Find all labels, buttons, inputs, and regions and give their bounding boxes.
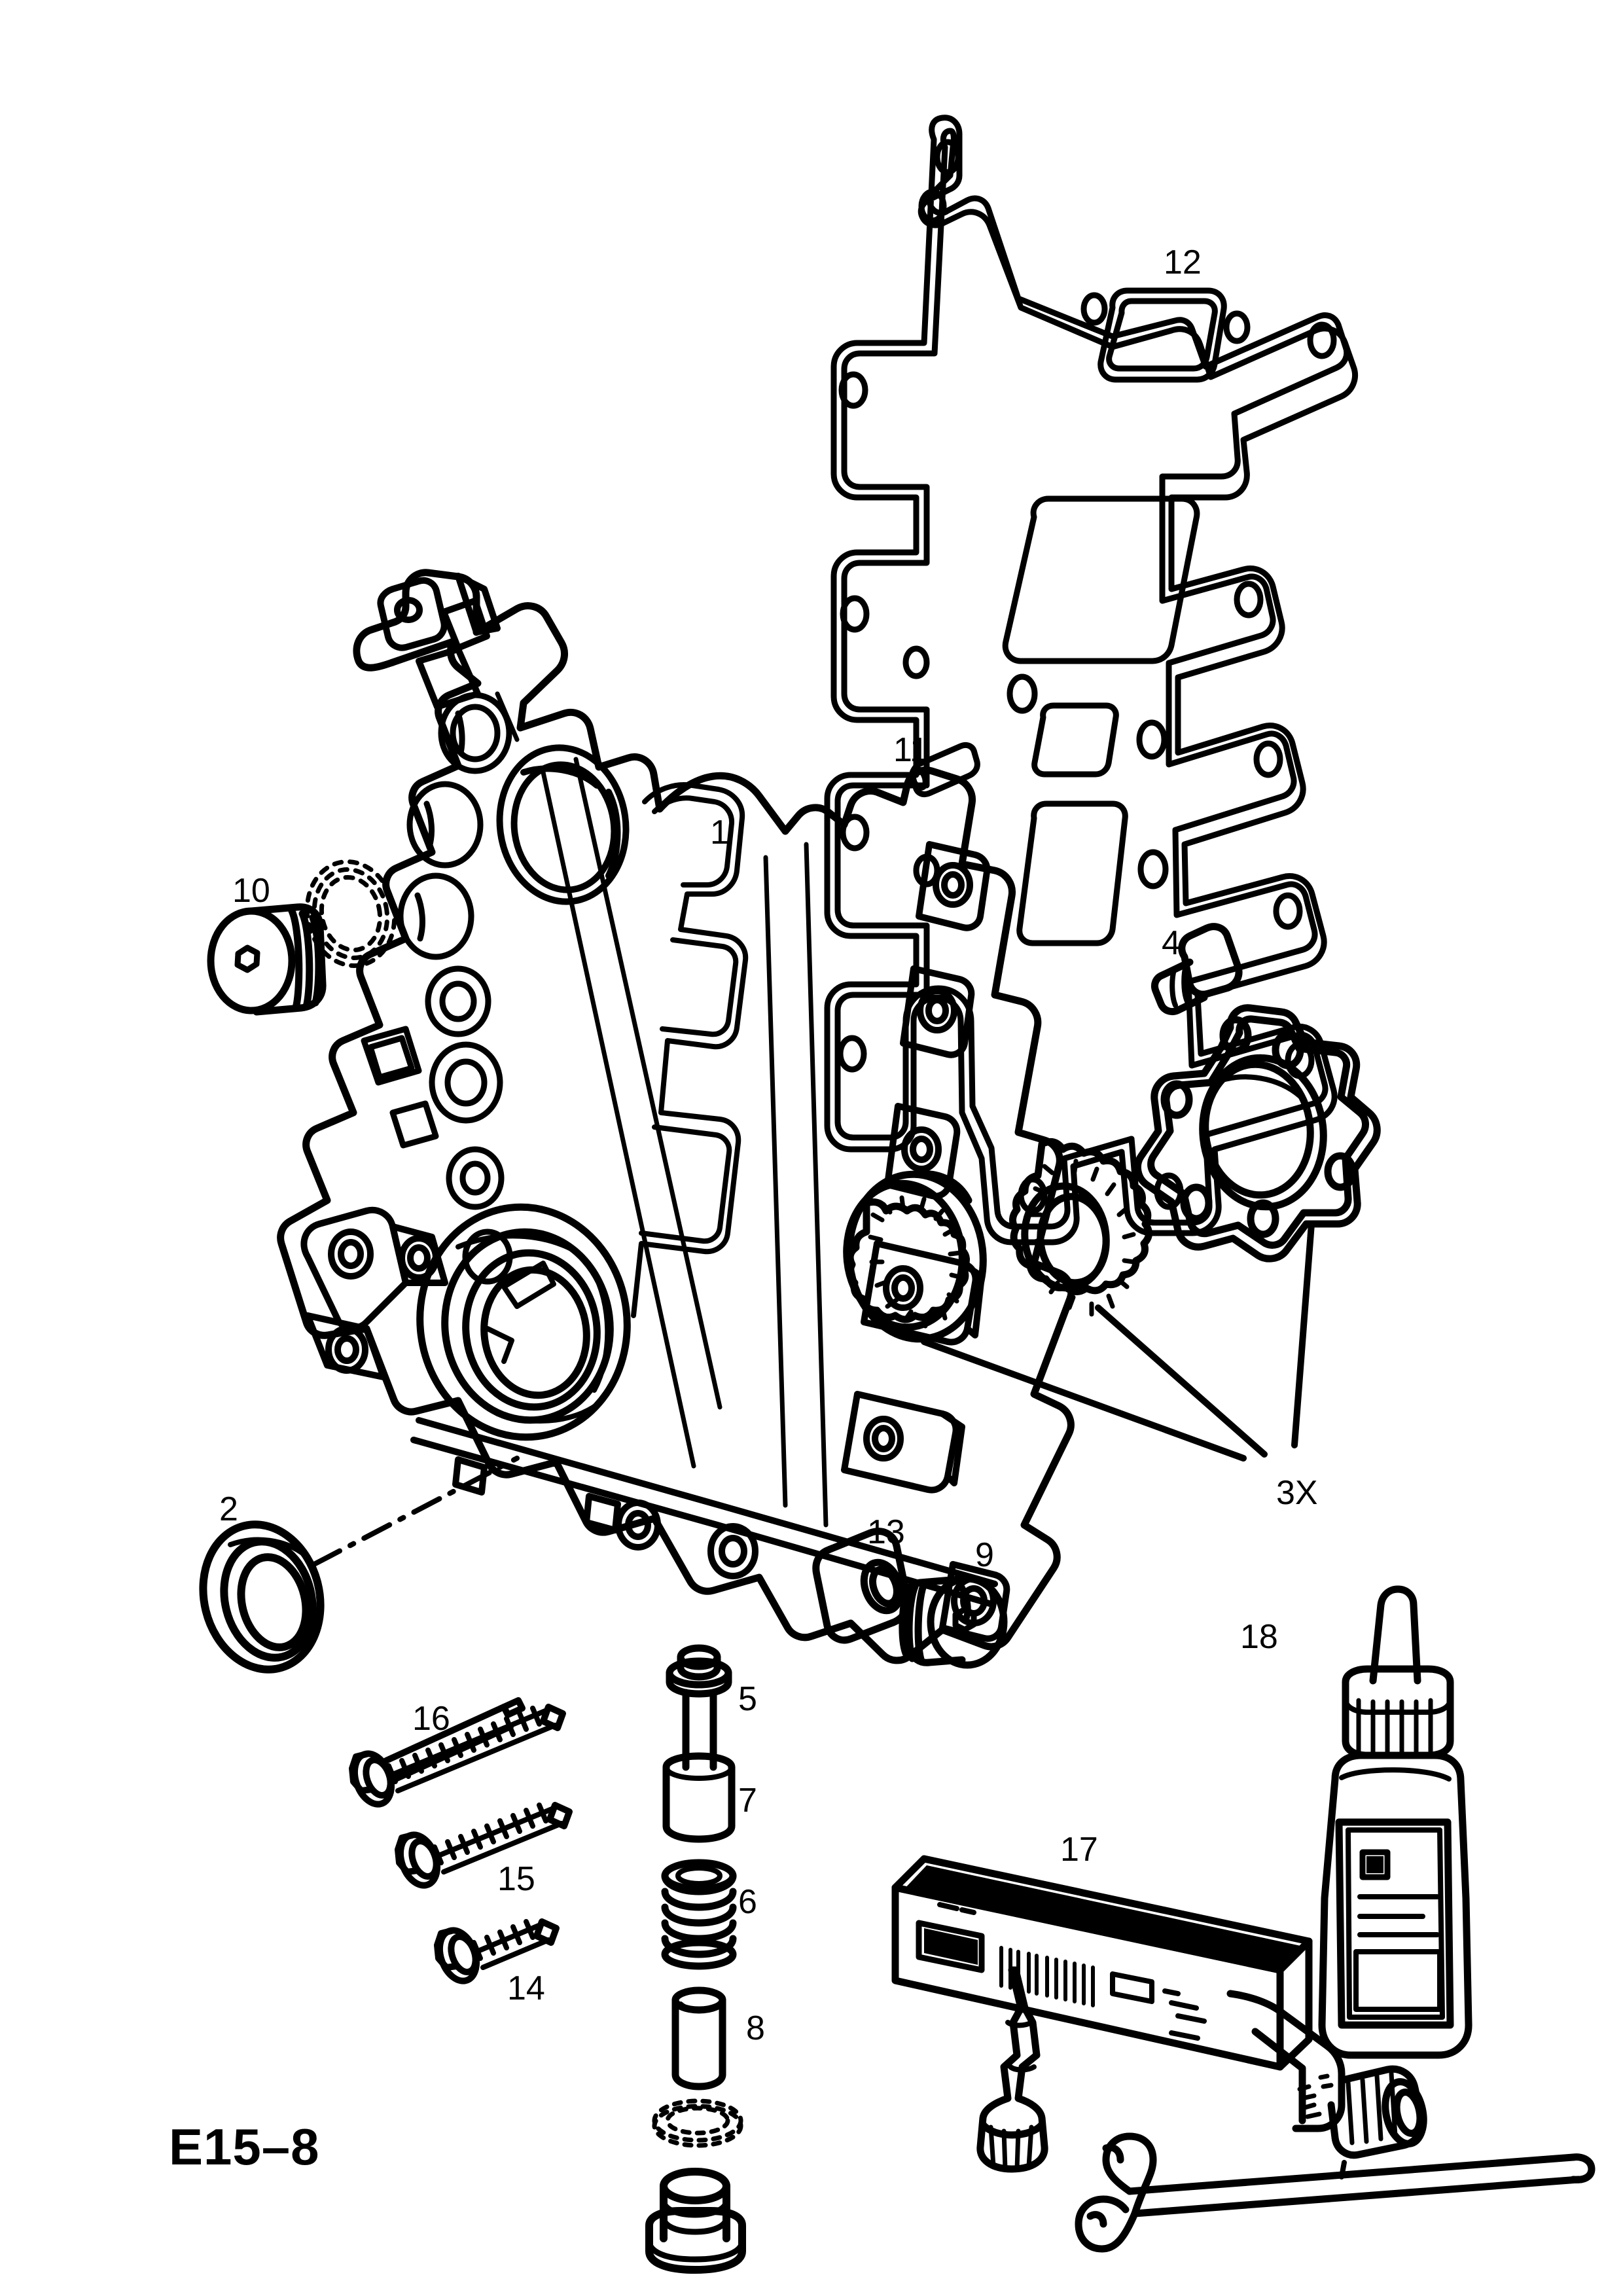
part-cover-bolt-short	[434, 1918, 560, 1984]
callout-13: 13	[867, 1513, 905, 1551]
part-relief-valve-spring	[661, 1859, 737, 1970]
callout-17: 17	[1060, 1831, 1098, 1869]
part-sealant-kit	[891, 1855, 1596, 2253]
part-relief-valve-washer	[652, 2098, 743, 2148]
leader-line-seal	[312, 1456, 520, 1567]
part-relief-valve-sleeve	[671, 1986, 726, 2090]
part-crankshaft-front-oil-seal	[199, 1520, 325, 1674]
part-relief-valve-plug	[645, 2168, 746, 2274]
part-oil-gallery-plug-large	[207, 859, 397, 1016]
callout-18: 18	[1240, 1618, 1278, 1656]
callout-1: 1	[710, 814, 729, 852]
part-oil-pump-inner-rotor	[1009, 1138, 1152, 1317]
callout-15: 15	[497, 1860, 535, 1898]
callout-7: 7	[738, 1782, 757, 1820]
callout-2: 2	[219, 1490, 238, 1528]
part-oil-pump-cover-plate	[1133, 1004, 1381, 1263]
callout-12: 12	[1164, 243, 1202, 281]
callout-6: 6	[738, 1883, 757, 1921]
part-oil-pump-cover-screw	[1150, 923, 1243, 1016]
callout-3x: 3X	[1276, 1474, 1318, 1512]
part-timing-cover-gasket	[824, 115, 1358, 1246]
part-oil-gallery-plug-torx	[899, 1575, 1008, 1669]
part-timing-cover-housing	[277, 569, 1075, 1664]
leader-lines-3x	[921, 1221, 1315, 1462]
callout-9: 9	[975, 1536, 994, 1574]
callout-5: 5	[738, 1680, 757, 1718]
callout-4: 4	[1162, 924, 1181, 962]
callout-14: 14	[507, 1969, 545, 2007]
callout-11: 11	[893, 731, 929, 769]
part-relief-valve-plunger	[662, 1644, 736, 1843]
callout-8: 8	[746, 2009, 765, 2047]
callout-16: 16	[412, 1700, 450, 1738]
part-cover-bolt-long	[349, 1697, 566, 1808]
part-cover-bolt-medium	[395, 1802, 573, 1889]
callout-10: 10	[232, 872, 270, 910]
part-lubricant-bottle	[1318, 1585, 1472, 2059]
part-locating-bush	[812, 1528, 912, 1644]
page-label: E15–8	[169, 2118, 320, 2176]
